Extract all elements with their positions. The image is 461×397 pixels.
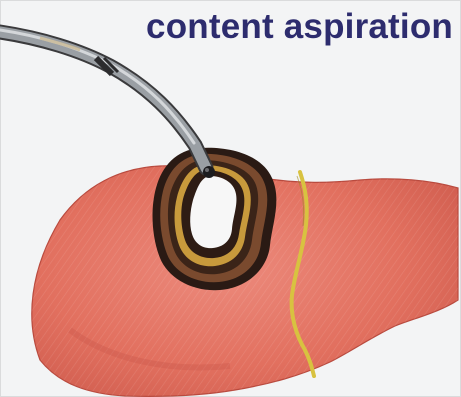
cyst bbox=[153, 148, 277, 290]
aspiration-tube bbox=[0, 30, 206, 168]
diagram-title: content aspiration bbox=[146, 5, 453, 49]
tube-tip bbox=[203, 166, 215, 178]
